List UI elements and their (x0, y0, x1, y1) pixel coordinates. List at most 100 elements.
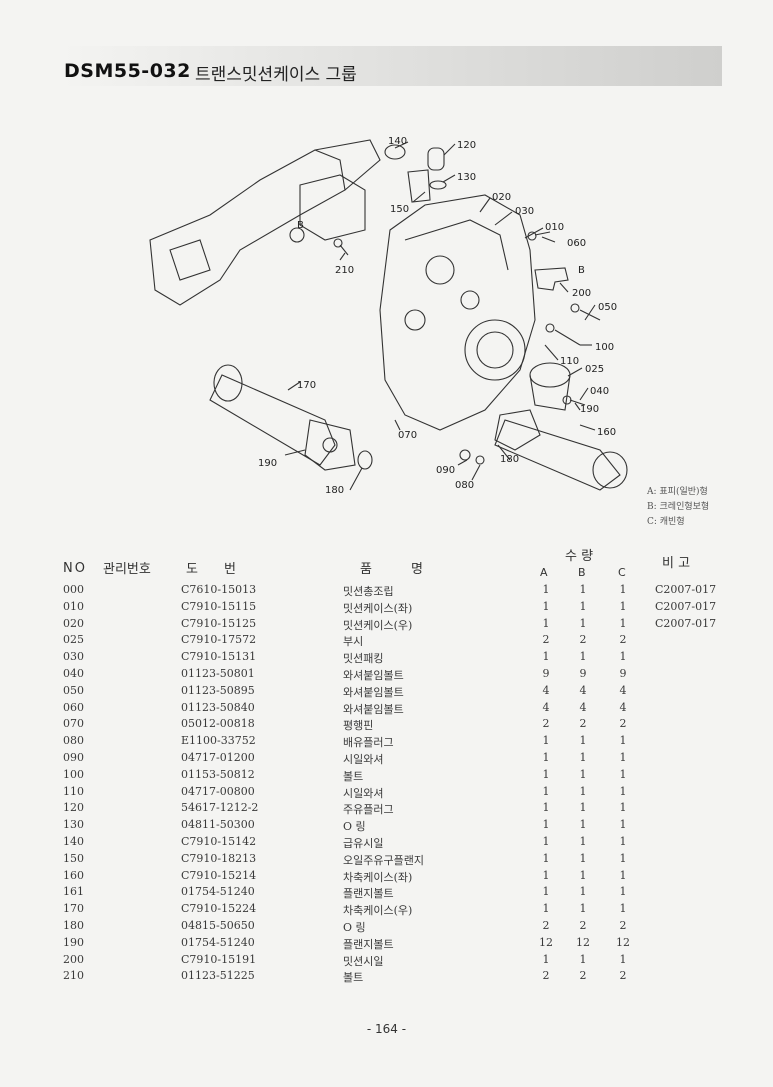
cell-qty-c: 1 (619, 599, 627, 613)
cell-name: 시일와셔 (343, 786, 384, 800)
cell-name: 평행핀 (343, 719, 374, 733)
cell-qty-b: 1 (579, 868, 587, 882)
cell-no: 020 (63, 616, 84, 630)
cell-qty-c: 1 (619, 818, 627, 832)
cell-name: 밋션케이스(우) (343, 618, 413, 632)
cell-no: 120 (63, 801, 84, 815)
cell-qty-a: 2 (542, 969, 550, 983)
callout-label: 180 (500, 454, 519, 465)
callout-label: 190 (580, 404, 599, 415)
cell-name: 밋션총조립 (343, 585, 394, 598)
cell-no: 000 (63, 583, 84, 596)
cell-name: 볼트 (343, 971, 364, 985)
callout-label: 040 (590, 386, 609, 397)
cell-name: 부시 (343, 635, 364, 649)
callout-label: 140 (388, 136, 407, 147)
cell-name: 와셔붙임볼트 (343, 702, 404, 716)
variant-legend: A: 표피(일반)형 B: 크레인형보형 C: 캐빈형 (647, 485, 709, 530)
page-title: 트랜스밋션케이스 그룹 (195, 65, 357, 85)
cell-qty-a: 1 (542, 801, 550, 815)
cell-qty-a: 1 (542, 851, 550, 865)
cell-qty-a: 4 (542, 683, 550, 697)
cell-name: 플랜지볼트 (343, 937, 394, 951)
cell-qty-c: 2 (619, 969, 627, 983)
cell-no: 060 (63, 700, 84, 714)
cell-no: 140 (63, 835, 84, 848)
cell-part: 01754-51240 (181, 885, 255, 899)
callout-label: 170 (297, 380, 316, 391)
cell-no: 070 (63, 717, 84, 731)
legend-item: A: 표피(일반)형 (647, 487, 708, 497)
cell-part: C7910-15115 (181, 599, 257, 613)
cell-qty-c: 1 (619, 616, 627, 630)
page-number: - 164 - (366, 1022, 407, 1036)
cell-no: 030 (63, 650, 84, 664)
callout-label: 160 (597, 427, 616, 438)
callout-label: 050 (598, 302, 617, 313)
cell-no: 130 (63, 818, 84, 832)
callout-label: 010 (545, 222, 564, 233)
cell-no: 170 (63, 902, 84, 916)
cell-part: 04815-50650 (181, 919, 255, 932)
cell-qty-a: 9 (542, 667, 550, 680)
cell-no: 040 (63, 667, 84, 680)
cell-qty-b: 1 (579, 952, 587, 966)
cell-qty-b: 1 (579, 801, 587, 815)
cell-no: 160 (63, 868, 84, 882)
cell-no: 210 (63, 969, 84, 983)
cell-part: 05012-00818 (181, 717, 255, 731)
cell-name: 와셔붙임볼트 (343, 685, 404, 699)
cell-part: C7910-15131 (181, 650, 257, 664)
cell-part: E1100-33752 (181, 734, 256, 748)
col-header-qty-c: C (618, 566, 626, 579)
flange-left (304, 419, 356, 471)
callout-label: 060 (567, 238, 586, 249)
callout-label: 090 (436, 465, 455, 476)
cell-no: 200 (63, 952, 84, 966)
callout-label: B (578, 265, 585, 276)
cell-qty-c: 2 (619, 633, 627, 647)
cell-qty-b: 2 (579, 969, 587, 983)
cell-qty-c: 1 (619, 650, 627, 664)
cell-part: 54617-1212-2 (181, 801, 259, 815)
cell-qty-a: 1 (542, 734, 550, 748)
cell-qty-c: 1 (619, 835, 627, 848)
cell-qty-b: 1 (579, 650, 587, 664)
cell-name: O 링 (343, 820, 366, 834)
col-header-mgmt: 관리번호 (103, 562, 151, 577)
cell-qty-c: 12 (616, 935, 630, 949)
cell-qty-a: 1 (542, 616, 550, 630)
callout-label: 100 (595, 342, 614, 353)
frame-bracket (149, 149, 346, 306)
cell-qty-c: 1 (619, 952, 627, 966)
cell-qty-c: 1 (619, 885, 627, 899)
cell-qty-b: 1 (579, 902, 587, 916)
cell-qty-a: 1 (542, 583, 550, 596)
callout-label: 210 (335, 265, 354, 276)
page-code: DSM55-032 (64, 60, 191, 82)
cell-qty-b: 2 (579, 633, 587, 647)
callout-label: 150 (390, 204, 409, 215)
cell-name: 와셔붙임볼트 (343, 669, 404, 682)
callout-label: 200 (572, 288, 591, 299)
cell-qty-c: 1 (619, 902, 627, 916)
cell-qty-b: 2 (579, 717, 587, 731)
cell-qty-a: 1 (542, 767, 550, 781)
cell-name: 플랜지볼트 (343, 887, 394, 901)
cell-qty-a: 2 (542, 633, 550, 647)
cell-qty-a: 2 (542, 717, 550, 731)
cell-qty-c: 2 (619, 919, 627, 932)
